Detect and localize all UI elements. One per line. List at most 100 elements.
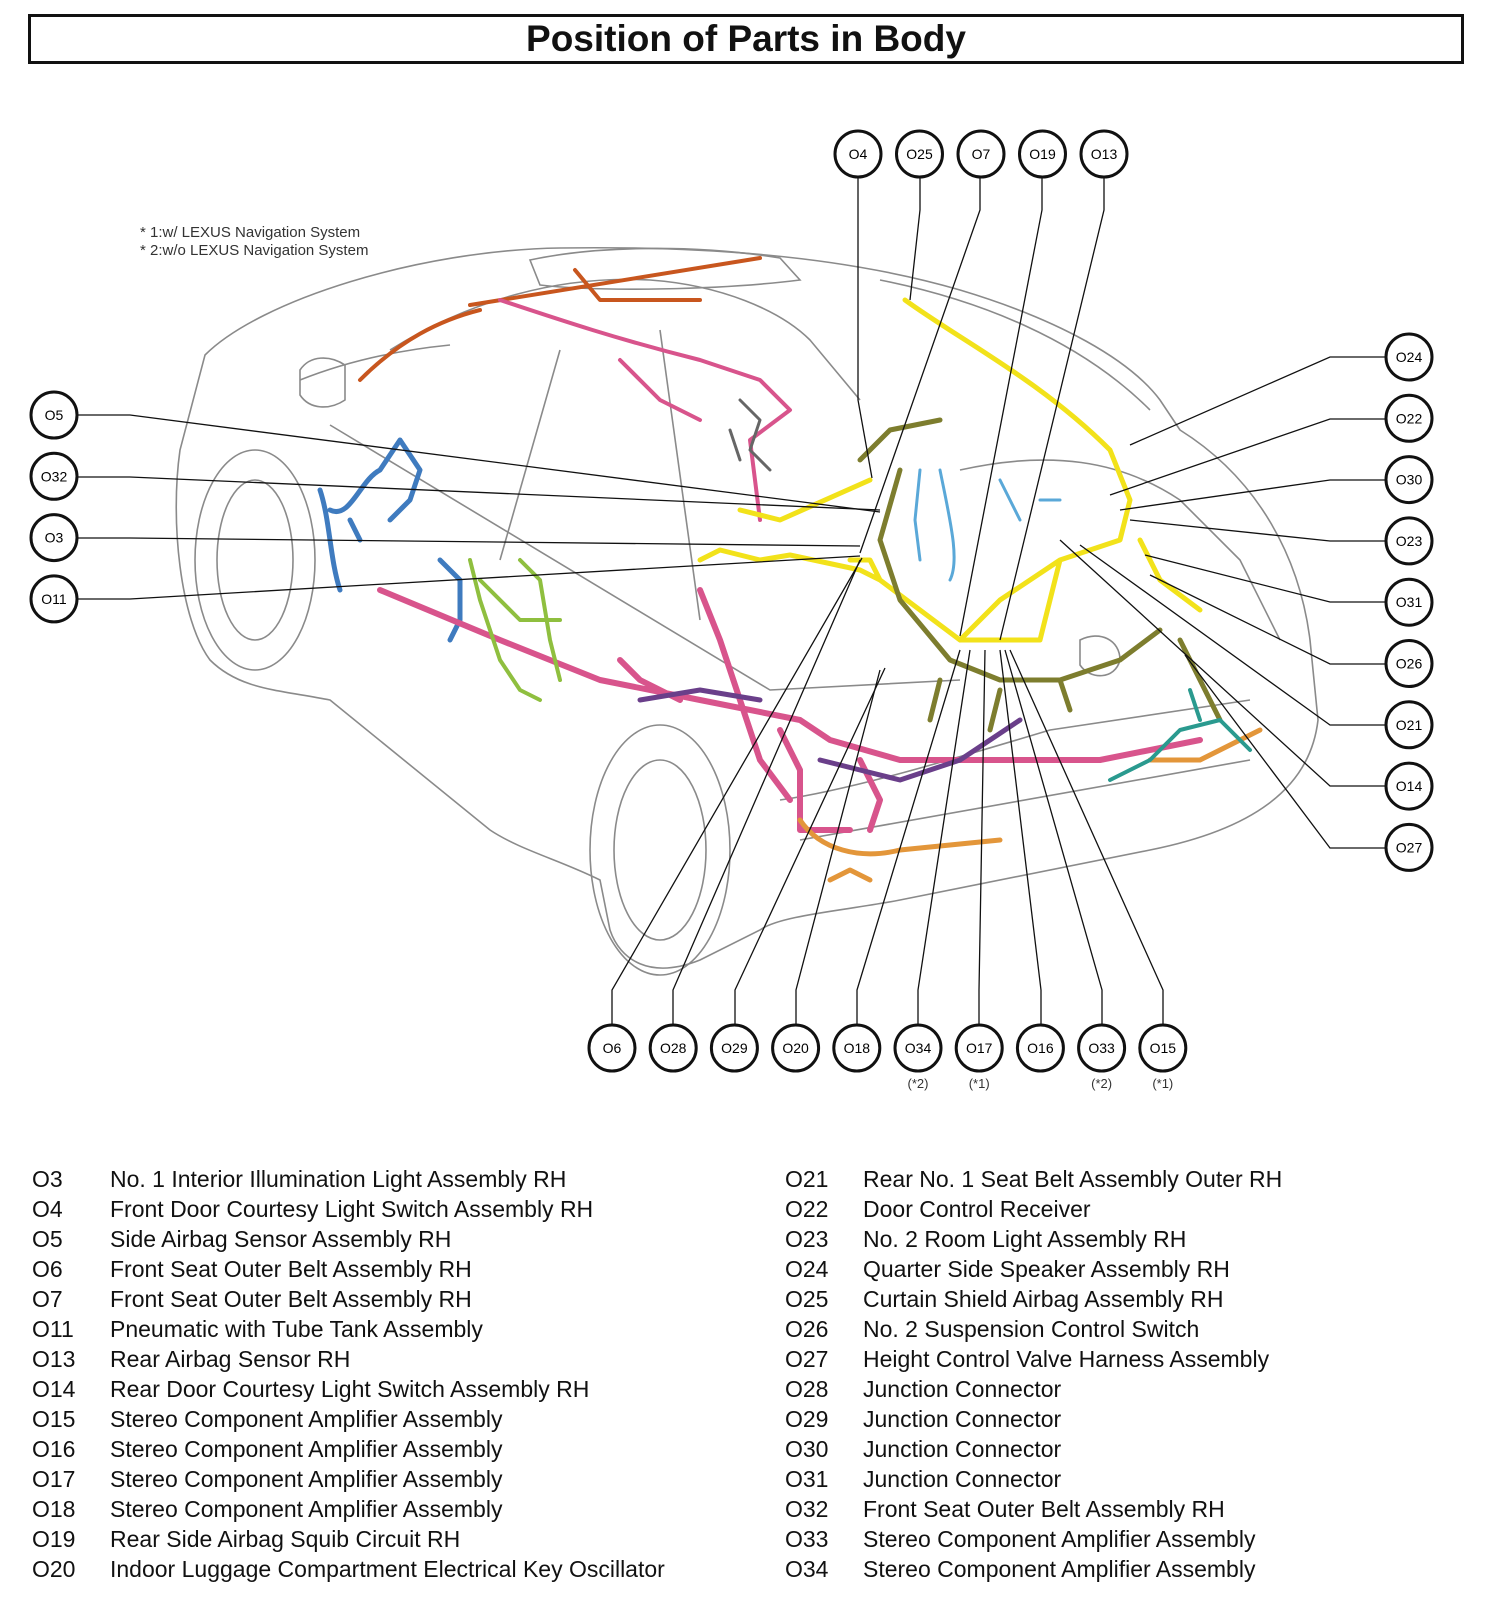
legend-part-name: Pneumatic with Tube Tank Assembly: [110, 1316, 483, 1342]
callout-label: O32: [41, 468, 68, 484]
callout-right: O14: [1384, 761, 1434, 811]
callout-bottom: O33(*2): [1077, 1023, 1127, 1091]
callout-label: O34: [905, 1040, 932, 1056]
wire-harnesses: [317, 256, 1263, 883]
callout-right: O26: [1384, 639, 1434, 688]
legend-code: O3: [32, 1166, 63, 1192]
callout-label: O5: [45, 407, 64, 423]
legend-code: O31: [785, 1466, 829, 1492]
legend-part-name: Curtain Shield Airbag Assembly RH: [863, 1286, 1224, 1312]
legend-part-name: Junction Connector: [863, 1376, 1062, 1402]
callout-top: O13: [1079, 129, 1129, 179]
legend-item: O7 Front Seat Outer Belt Assembly RH: [32, 1284, 665, 1314]
legend-part-name: No. 2 Room Light Assembly RH: [863, 1226, 1187, 1252]
callout-label: O26: [1396, 656, 1423, 672]
callout-bottom: O18: [832, 1023, 882, 1073]
notes: * 1:w/ LEXUS Navigation System * 2:w/o L…: [140, 224, 368, 260]
callout-label: O14: [1396, 778, 1423, 794]
legend-part-name: Stereo Component Amplifier Assembly: [110, 1466, 503, 1492]
legend-part-name: No. 1 Interior Illumination Light Assemb…: [110, 1166, 567, 1192]
legend-part-name: Height Control Valve Harness Assembly: [863, 1346, 1270, 1372]
leader-lines: [78, 177, 1386, 1024]
legend-code: O30: [785, 1436, 829, 1462]
legend-part-name: Indoor Luggage Compartment Electrical Ke…: [110, 1556, 665, 1582]
callout-label: O18: [844, 1040, 871, 1056]
legend-item: O16 Stereo Component Amplifier Assembly: [32, 1434, 665, 1464]
legend-code: O4: [32, 1196, 63, 1222]
legend-code: O29: [785, 1406, 829, 1432]
callout-left: O5: [29, 390, 79, 440]
callout-label: O28: [660, 1040, 687, 1056]
callout-bottom: O29: [709, 1023, 759, 1073]
harness-olive: [857, 417, 1223, 733]
callout-label: O23: [1396, 533, 1423, 549]
legend-code: O26: [785, 1316, 829, 1342]
legend-part-name: Stereo Component Amplifier Assembly: [110, 1436, 503, 1462]
legend-part-name: Quarter Side Speaker Assembly RH: [863, 1256, 1230, 1282]
legend-part-name: Rear No. 1 Seat Belt Assembly Outer RH: [863, 1166, 1283, 1192]
legend-code: O24: [785, 1256, 829, 1282]
legend-code: O23: [785, 1226, 829, 1252]
legend-code: O34: [785, 1556, 829, 1582]
callout-label: O6: [603, 1040, 622, 1056]
legend-code: O18: [32, 1496, 76, 1522]
legend-part-name: Rear Door Courtesy Light Switch Assembly…: [110, 1376, 590, 1402]
callout-note: (*2): [908, 1076, 929, 1091]
callout-label: O33: [1088, 1040, 1115, 1056]
legend-code: O16: [32, 1436, 76, 1462]
callout-note: (*1): [1152, 1076, 1173, 1091]
car-body-outline: [175, 246, 1319, 976]
legend-item: O27 Height Control Valve Harness Assembly: [785, 1344, 1282, 1374]
legend-part-name: Stereo Component Amplifier Assembly: [863, 1556, 1256, 1582]
legend-code: O5: [32, 1226, 63, 1252]
legend-code: O15: [32, 1406, 76, 1432]
legend-code: O27: [785, 1346, 829, 1372]
legend-code: O19: [32, 1526, 76, 1552]
callout-label: O19: [1029, 146, 1056, 162]
harness-pink-floor: [377, 587, 1203, 833]
callout-bottom: O16: [1015, 1023, 1065, 1073]
callout-bottom: O28: [648, 1023, 698, 1073]
callout-label: O25: [906, 146, 933, 162]
legend-code: O13: [32, 1346, 76, 1372]
callout-label: O24: [1396, 349, 1423, 365]
legend-part-name: Front Seat Outer Belt Assembly RH: [110, 1286, 472, 1312]
callout-label: O22: [1396, 410, 1423, 426]
callout-left: O32: [29, 451, 79, 501]
legend-item: O24 Quarter Side Speaker Assembly RH: [785, 1254, 1282, 1284]
callout-bottom: O6: [587, 1023, 637, 1073]
callout-label: O30: [1396, 472, 1423, 488]
legend-part-name: Side Airbag Sensor Assembly RH: [110, 1226, 452, 1252]
callout-right: O30: [1384, 455, 1434, 505]
callout-label: O13: [1091, 146, 1118, 162]
legend-code: O33: [785, 1526, 829, 1552]
harness-pink-roof: [498, 298, 792, 522]
callout-top: O7: [956, 129, 1006, 179]
callout-top: O25: [895, 129, 944, 179]
legend-part-name: Junction Connector: [863, 1406, 1062, 1432]
legend-part-name: Front Door Courtesy Light Switch Assembl…: [110, 1196, 594, 1222]
callout-right: O22: [1384, 393, 1434, 443]
callout-right: O27: [1384, 822, 1434, 872]
callout-bottom: O15(*1): [1138, 1023, 1188, 1091]
legend-item: O29 Junction Connector: [785, 1404, 1282, 1434]
harness-blue-rear: [913, 468, 1062, 582]
legend-code: O28: [785, 1376, 829, 1402]
legend-code: O22: [785, 1196, 829, 1222]
page-title: Position of Parts in Body: [526, 18, 966, 59]
legend-code: O32: [785, 1496, 829, 1522]
callout-label: O31: [1396, 594, 1423, 610]
legend-code: O7: [32, 1286, 63, 1312]
